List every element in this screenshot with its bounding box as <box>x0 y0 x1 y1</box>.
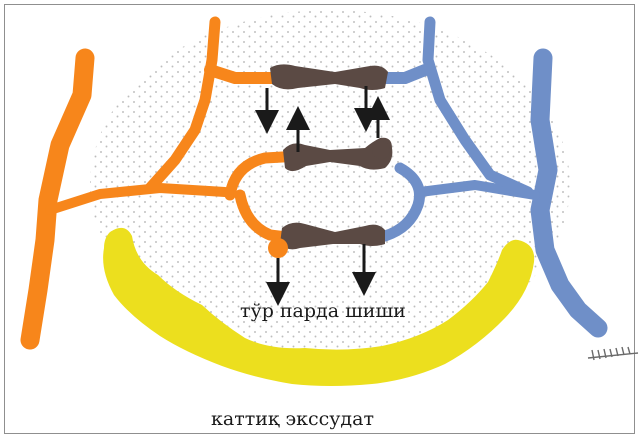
hard-exudate-label: каттиқ экссудат <box>211 408 374 430</box>
scale-hatch <box>588 347 638 360</box>
microaneurysm-bottom <box>268 238 288 258</box>
retina-edema-label: тўр парда шиши <box>240 300 406 322</box>
microaneurysm-top <box>372 141 390 159</box>
